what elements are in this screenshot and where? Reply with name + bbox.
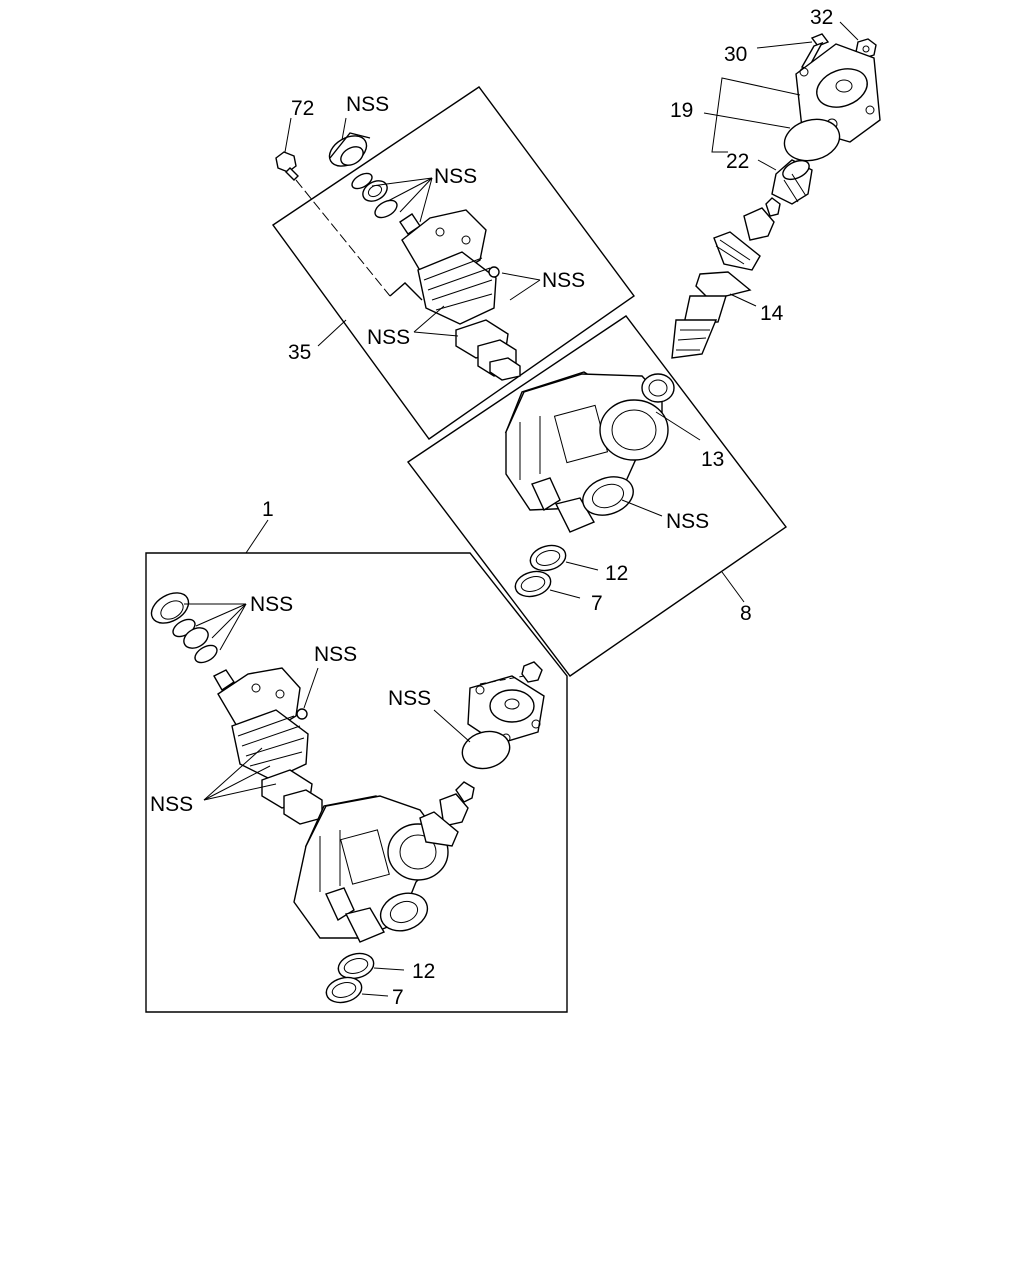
washers-top xyxy=(351,172,398,219)
label-nss-seal-top: NSS xyxy=(346,93,389,116)
assembly-frame xyxy=(145,552,568,1013)
seal-washers-bottom xyxy=(150,592,218,664)
side-cover-group xyxy=(671,21,881,359)
seal-rings-right xyxy=(514,544,567,598)
side-cover-bottom xyxy=(461,661,545,770)
callout-labels: 72 NSS NSS NSS NSS 35 32 30 19 22 14 13 … xyxy=(150,6,833,1009)
label-12-right: 12 xyxy=(605,562,628,585)
label-7-right: 7 xyxy=(591,592,603,615)
bolt-30 xyxy=(810,33,830,47)
label-14: 14 xyxy=(760,302,784,325)
label-nss-washers-top: NSS xyxy=(434,165,477,188)
label-35: 35 xyxy=(288,341,311,364)
cover-oring xyxy=(783,118,841,162)
valve-assembly-frame xyxy=(272,86,635,440)
label-nss-rings-bottom: NSS xyxy=(150,793,193,816)
oring-bottom xyxy=(296,708,308,720)
gear-assembly-group-1 xyxy=(145,519,568,1013)
oring-top xyxy=(488,266,500,278)
seal-rings-bottom xyxy=(325,952,375,1004)
bolt-72 xyxy=(275,151,299,181)
housing-frame xyxy=(406,315,788,677)
valve-body-top xyxy=(399,209,521,381)
label-72: 72 xyxy=(291,97,314,120)
label-nss-rings-top: NSS xyxy=(367,326,410,349)
label-1: 1 xyxy=(262,498,274,521)
gear-housing-13 xyxy=(504,371,675,533)
seal-top xyxy=(328,132,371,167)
label-13: 13 xyxy=(701,448,724,471)
label-nss-oring-top: NSS xyxy=(542,269,585,292)
label-30: 30 xyxy=(724,43,747,66)
housing-bottom xyxy=(293,781,475,943)
valve-assembly-group-35 xyxy=(272,86,635,440)
bearing-22 xyxy=(771,159,813,205)
sector-shaft-14 xyxy=(671,197,781,359)
label-nss-oring-bottom: NSS xyxy=(314,643,357,666)
label-nss-housing: NSS xyxy=(666,510,709,533)
label-19: 19 xyxy=(670,99,693,122)
valve-body-bottom xyxy=(213,667,323,825)
label-8: 8 xyxy=(740,602,752,625)
side-cover xyxy=(795,43,881,143)
housing-group-8 xyxy=(406,315,788,677)
label-12-bottom: 12 xyxy=(412,960,435,983)
label-nss-washers-bottom: NSS xyxy=(250,593,293,616)
label-nss-cover-bottom: NSS xyxy=(388,687,431,710)
bolt-leader-line xyxy=(295,179,391,297)
label-7-bottom: 7 xyxy=(392,986,404,1009)
label-32: 32 xyxy=(810,6,833,29)
label-22: 22 xyxy=(726,150,749,173)
